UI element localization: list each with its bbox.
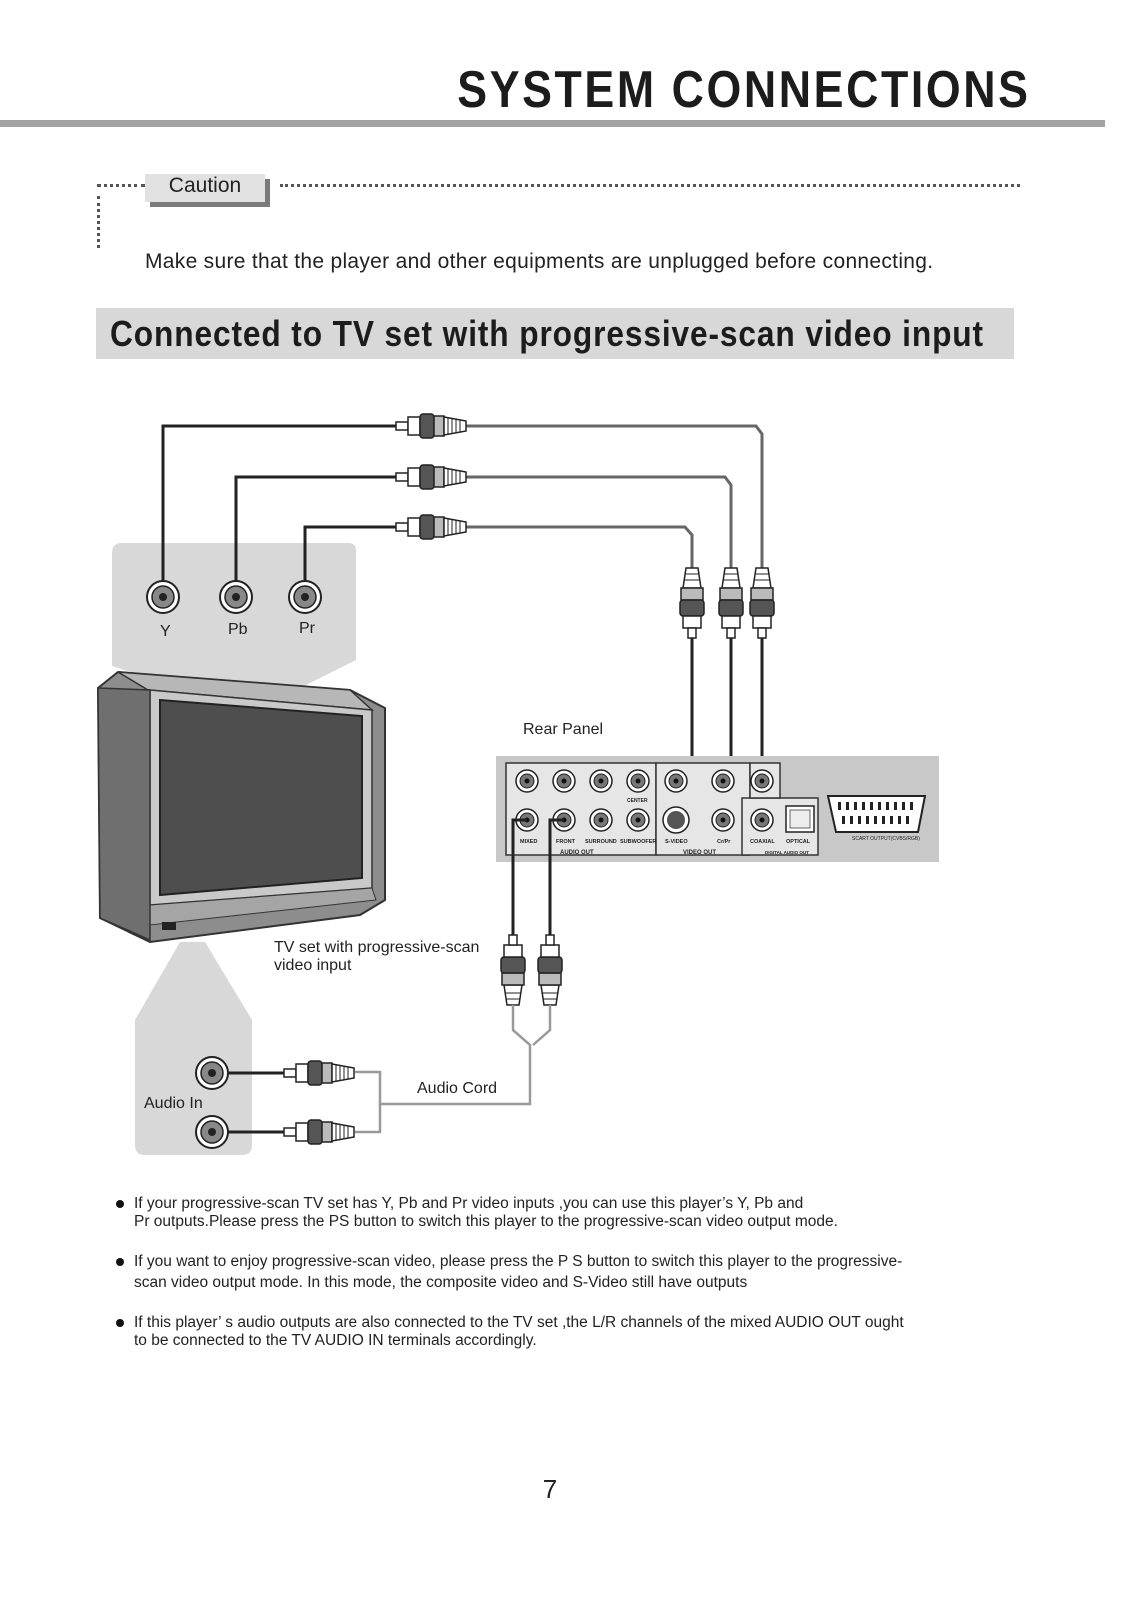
tv-video-inputs-callout — [112, 543, 356, 688]
page-header-title: SYSTEM CONNECTIONS — [456, 61, 1030, 119]
note-item: If this player’ s audio outputs are also… — [116, 1314, 1016, 1350]
audio-plug-left — [500, 934, 526, 1006]
tv-label-line2: video input — [274, 957, 352, 974]
svg-text:FRONT: FRONT — [556, 839, 576, 845]
pr-input-jack — [288, 580, 322, 614]
audio-in-plug-right — [283, 1119, 355, 1145]
svg-text:OPTICAL: OPTICAL — [786, 839, 811, 845]
svg-text:MIXED: MIXED — [520, 839, 537, 845]
audio-in-jack-left — [195, 1056, 229, 1090]
audio-in-plug-left — [283, 1060, 355, 1086]
caution-dotted-line-vertical — [97, 196, 100, 248]
note-item: If you want to enjoy progressive-scan vi… — [116, 1253, 1016, 1292]
pb-label: Pb — [228, 621, 248, 638]
audio-in-label: Audio In — [144, 1095, 203, 1112]
audio-cord — [355, 1005, 552, 1134]
audio-cord-label: Audio Cord — [417, 1080, 497, 1097]
rca-plug-pr — [395, 514, 467, 540]
svg-text:SURROUND: SURROUND — [585, 839, 617, 845]
svg-text:VIDEO OUT: VIDEO OUT — [683, 850, 716, 856]
svg-text:S-VIDEO: S-VIDEO — [665, 839, 688, 845]
note-line: If this player’ s audio outputs are also… — [134, 1314, 904, 1331]
note-line: Pr outputs.Please press the PS button to… — [134, 1213, 838, 1230]
caution-label: Caution — [145, 174, 265, 202]
svg-text:SCART OUTPUT(CVBS/RGB): SCART OUTPUT(CVBS/RGB) — [852, 836, 920, 842]
y-input-jack — [146, 580, 180, 614]
caution-text: Make sure that the player and other equi… — [145, 250, 934, 273]
rca-plug-vertical-2 — [718, 567, 744, 639]
tv-label-line1: TV set with progressive-scan — [274, 939, 479, 956]
rca-plug-vertical-3 — [749, 567, 775, 639]
svg-text:CENTER: CENTER — [627, 798, 648, 804]
rca-plug-y — [395, 413, 467, 439]
svg-text:COAXIAL: COAXIAL — [750, 839, 775, 845]
audio-in-jack-right — [195, 1115, 229, 1149]
note-line: If you want to enjoy progressive-scan vi… — [134, 1253, 903, 1270]
caution-dotted-line-right — [280, 184, 1020, 187]
section-heading-band — [96, 308, 1014, 359]
pb-input-jack — [219, 580, 253, 614]
note-line: If your progressive-scan TV set has Y, P… — [134, 1195, 804, 1212]
audio-cables-panel-side — [511, 818, 564, 935]
svg-text:Cr/Pr: Cr/Pr — [717, 839, 731, 845]
svg-text:DIGITAL AUDIO OUT: DIGITAL AUDIO OUT — [765, 850, 809, 855]
player-rear-panel: MIXED FRONT SURROUND SUBWOOFER CENTER S-… — [496, 756, 939, 862]
page-number: 7 — [542, 1474, 558, 1504]
section-title: Connected to TV set with progressive-sca… — [110, 313, 984, 354]
video-cables-tv-side — [161, 424, 396, 581]
note-item: If your progressive-scan TV set has Y, P… — [116, 1195, 1016, 1231]
tv-set — [96, 670, 386, 944]
svg-text:AUDIO OUT: AUDIO OUT — [560, 850, 594, 856]
notes-list: If your progressive-scan TV set has Y, P… — [116, 1195, 1016, 1372]
pr-label: Pr — [299, 620, 316, 637]
caution-dotted-line-left — [97, 184, 145, 187]
note-line: to be connected to the TV AUDIO IN termi… — [134, 1332, 537, 1349]
video-cables-player-side — [466, 424, 764, 568]
note-line: scan video output mode. In this mode, th… — [134, 1274, 748, 1291]
svg-text:SUBWOOFER: SUBWOOFER — [620, 839, 656, 845]
header-rule — [0, 120, 1105, 127]
y-label: Y — [160, 623, 171, 640]
audio-plug-right — [537, 934, 563, 1006]
audio-in-callout — [135, 942, 252, 1155]
rca-plug-vertical-1 — [679, 567, 705, 639]
rca-plug-pb — [395, 464, 467, 490]
connection-diagram: Y Pb Pr TV set with progressive-scan vid… — [96, 413, 939, 1155]
rear-panel-label: Rear Panel — [523, 721, 603, 738]
